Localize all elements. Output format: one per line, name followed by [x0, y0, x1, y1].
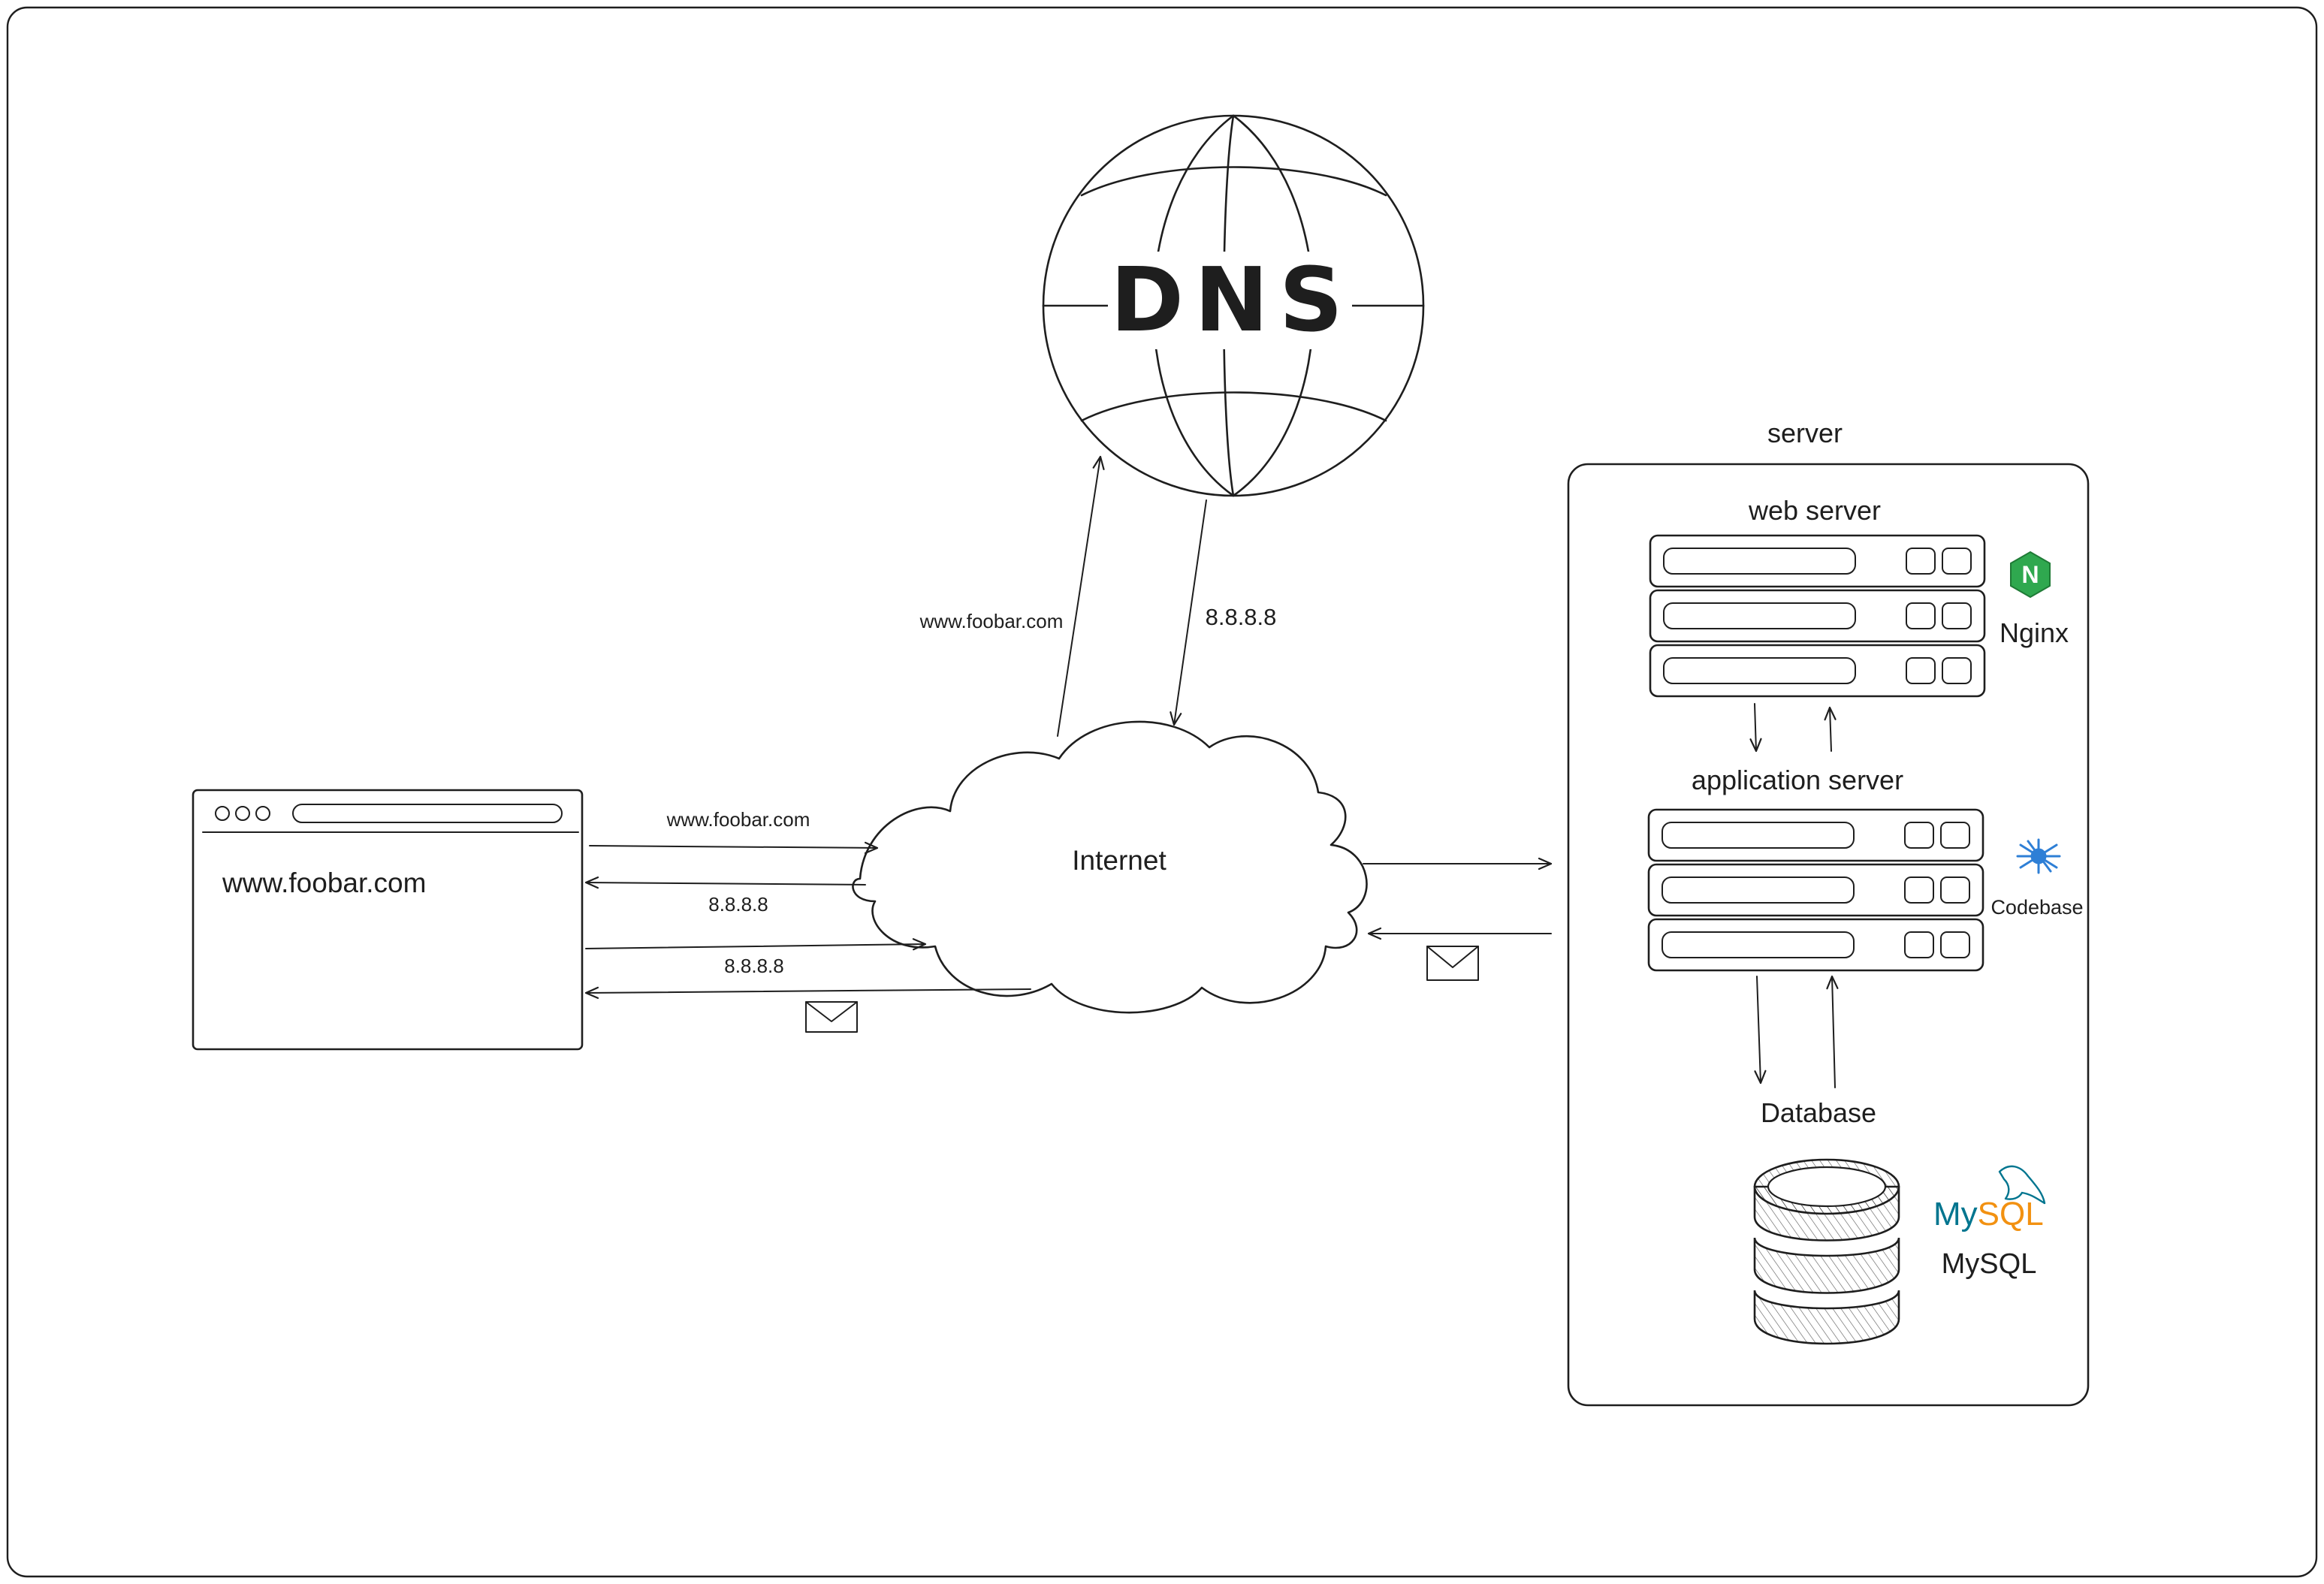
arrow-internet-to-browser-response: [584, 986, 1031, 999]
address-bar[interactable]: [292, 804, 563, 823]
window-control-icon[interactable]: [235, 806, 250, 821]
database: Database MySQL MySQL: [1753, 1097, 2046, 1345]
internet-server-flows: [1363, 857, 1553, 981]
arrow-database-to-app: [1826, 975, 1839, 1088]
cloud-icon: [852, 720, 1368, 1014]
window-control-icon[interactable]: [215, 806, 230, 821]
arrow-dns-to-internet: [1170, 499, 1207, 726]
database-title: Database: [1761, 1097, 1876, 1128]
web-server: web server N Nginx: [1649, 495, 2069, 698]
canvas-frame: [6, 6, 2318, 1578]
browser-internet-flows: www.foobar.com 8.8.8.8 8.8.8.8: [584, 808, 1031, 1033]
application-server: application server: [1647, 765, 2084, 972]
server-rack-icon: [1647, 808, 1984, 972]
envelope-icon: [1426, 946, 1479, 981]
browser-address-text: www.foobar.com: [222, 867, 426, 898]
dns-title: DNS: [1110, 248, 1354, 351]
application-server-title: application server: [1692, 765, 1903, 795]
flow-label-ip-request: 8.8.8.8: [724, 955, 784, 977]
flow-label-dns-response: 8.8.8.8: [1206, 604, 1277, 630]
internet-cloud: Internet: [852, 720, 1368, 1014]
arrow-web-to-app: [1749, 703, 1762, 753]
arrow-app-to-web: [1824, 706, 1837, 752]
arrow-app-to-database: [1754, 976, 1767, 1085]
mysql-logo: MySQL: [1933, 1165, 2046, 1233]
server-title: server: [1767, 418, 1843, 448]
envelope-icon: [805, 1001, 858, 1033]
server-container: server web server N: [1567, 418, 2090, 1407]
web-server-tech-label: Nginx: [2000, 617, 2069, 648]
internet-dns-flows: www.foobar.com 8.8.8.8: [919, 455, 1277, 737]
flow-label-dns-request: www.foobar.com: [919, 610, 1064, 632]
database-cylinder-icon: [1753, 1158, 1900, 1345]
dns-globe: DNS: [1042, 114, 1425, 497]
database-tech-label: MySQL: [1942, 1248, 2037, 1280]
arrow-browser-to-internet-request: [589, 841, 879, 854]
nginx-logo: N: [2010, 551, 2051, 599]
window-control-icon[interactable]: [255, 806, 270, 821]
browser-window: www.foobar.com: [192, 789, 584, 1051]
arrow-internet-to-browser-ip: [584, 876, 866, 889]
flow-label-request: www.foobar.com: [666, 808, 810, 831]
svg-text:N: N: [2021, 561, 2039, 588]
flow-label-ip-response: 8.8.8.8: [708, 893, 768, 916]
svg-text:MySQL: MySQL: [1933, 1196, 2044, 1233]
server-rack-icon: [1649, 534, 1986, 698]
application-server-tech-label: Codebase: [1990, 896, 2083, 919]
internet-label: Internet: [1072, 845, 1167, 876]
codebase-logo: [2016, 838, 2061, 874]
globe-icon: [1042, 114, 1425, 497]
web-server-title: web server: [1748, 495, 1881, 526]
arrow-internet-to-dns: [1057, 455, 1105, 737]
arrow-browser-to-internet-ip: [585, 938, 927, 951]
